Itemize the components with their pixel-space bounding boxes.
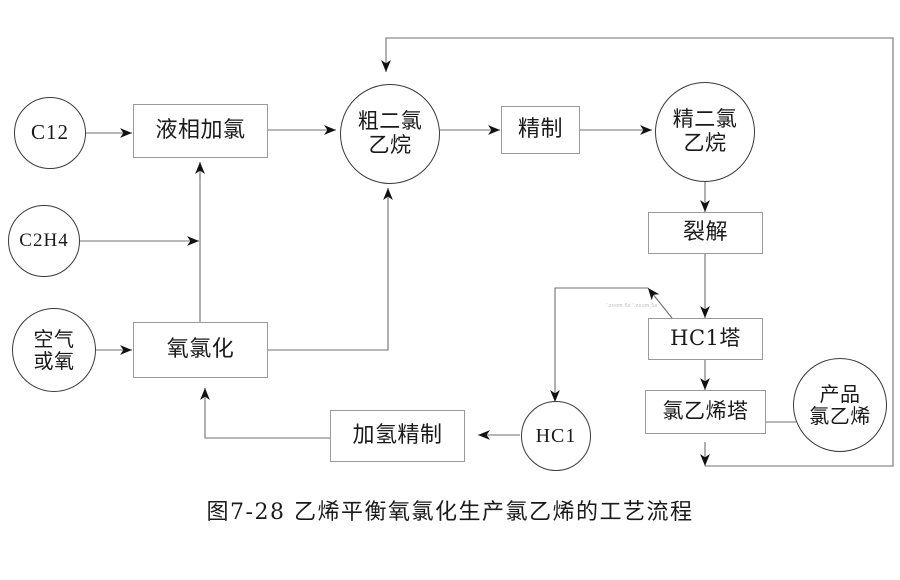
wire-hcltower-to-hcl-run bbox=[550, 287, 648, 402]
node-air-or-oxygen-label: 空气 或氧 bbox=[33, 326, 75, 373]
node-air-or-oxygen[interactable]: 空气 或氧 bbox=[12, 308, 96, 392]
node-vcm-tower[interactable]: 氯乙烯塔 bbox=[645, 390, 766, 434]
node-vcm-tower-label: 氯乙烯塔 bbox=[662, 399, 749, 424]
faint-text-artifact: '.zoom 5x '.zoom 5x bbox=[606, 303, 658, 309]
node-refining-label: 精制 bbox=[517, 116, 563, 142]
node-product-vinyl-chloride-label: 产品 氯乙烯 bbox=[809, 381, 871, 428]
wire-hcltower-to-hcl-diagonal bbox=[647, 287, 673, 319]
node-oxychlorination[interactable]: 氧氯化 bbox=[133, 322, 268, 378]
node-hydrogenation-refining[interactable]: 加氢精制 bbox=[330, 410, 465, 462]
node-pure-dichloroethane-label: 精二氯 乙烷 bbox=[672, 107, 738, 155]
node-c2h4-label: C2H4 bbox=[19, 230, 69, 252]
node-hcl-tower[interactable]: HC1塔 bbox=[648, 318, 763, 360]
node-cl2-label: C12 bbox=[30, 120, 69, 145]
node-hcl-tower-label: HC1塔 bbox=[670, 326, 741, 351]
node-cracking-label: 裂解 bbox=[682, 219, 728, 245]
node-c2h4[interactable]: C2H4 bbox=[8, 205, 80, 277]
node-refining[interactable]: 精制 bbox=[501, 106, 580, 154]
node-hydrogenation-refining-label: 加氢精制 bbox=[352, 422, 443, 448]
node-hcl-label: HC1 bbox=[535, 424, 577, 447]
node-crude-dichloroethane-label: 粗二氯 乙烷 bbox=[357, 109, 423, 157]
wire-hydro-to-oxychlor bbox=[200, 388, 330, 439]
node-liquid-phase-chlorination-label: 液相加氯 bbox=[155, 117, 246, 143]
node-cracking[interactable]: 裂解 bbox=[648, 212, 763, 254]
node-hcl[interactable]: HC1 bbox=[521, 401, 591, 471]
wire-oxychlor-to-crude bbox=[268, 188, 393, 351]
node-pure-dichloroethane[interactable]: 精二氯 乙烷 bbox=[655, 82, 755, 182]
node-oxychlorination-label: 氧氯化 bbox=[166, 336, 235, 362]
node-liquid-phase-chlorination[interactable]: 液相加氯 bbox=[133, 104, 268, 158]
node-crude-dichloroethane[interactable]: 粗二氯 乙烷 bbox=[340, 84, 440, 184]
figure-caption: 图7-28 乙烯平衡氧氯化生产氯乙烯的工艺流程 bbox=[206, 500, 694, 525]
node-cl2[interactable]: C12 bbox=[14, 97, 86, 169]
wire-recycle-bottom-right bbox=[381, 37, 894, 467]
node-product-vinyl-chloride[interactable]: 产品 氯乙烯 bbox=[793, 358, 887, 452]
